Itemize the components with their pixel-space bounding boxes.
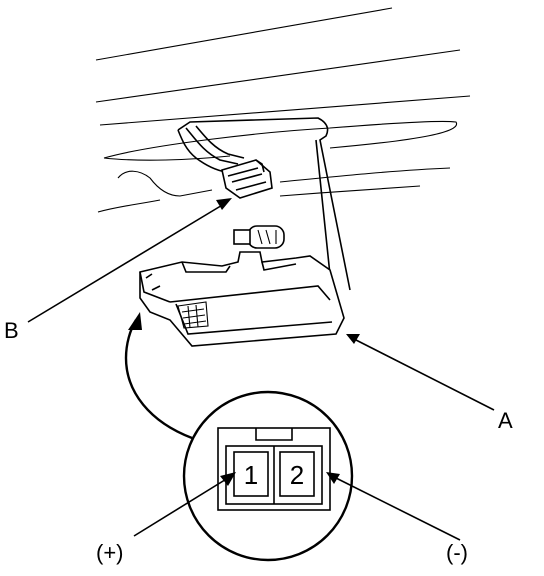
curved-arrow-icon [124,312,193,440]
pin-2-label: 2 [290,460,304,490]
part-b-label: B [4,318,19,343]
negative-terminal-label: (-) [446,540,468,565]
pin-2-cavity [279,451,315,497]
courtesy-light-assembly-a [139,251,345,347]
leader-arrow-icon [216,198,232,210]
leader-lines [27,198,495,411]
harness-connector-b [185,125,273,199]
positive-terminal-label: (+) [96,540,124,565]
polarity-leaders [133,472,461,541]
connector-detail-view: 1 2 [182,390,354,562]
body-panel-lines [95,7,471,213]
leader-arrow-icon [346,334,360,344]
mounting-bracket [177,117,351,295]
bulb [233,225,285,249]
part-a-label: A [498,408,513,433]
pin-1-label: 1 [244,460,258,490]
